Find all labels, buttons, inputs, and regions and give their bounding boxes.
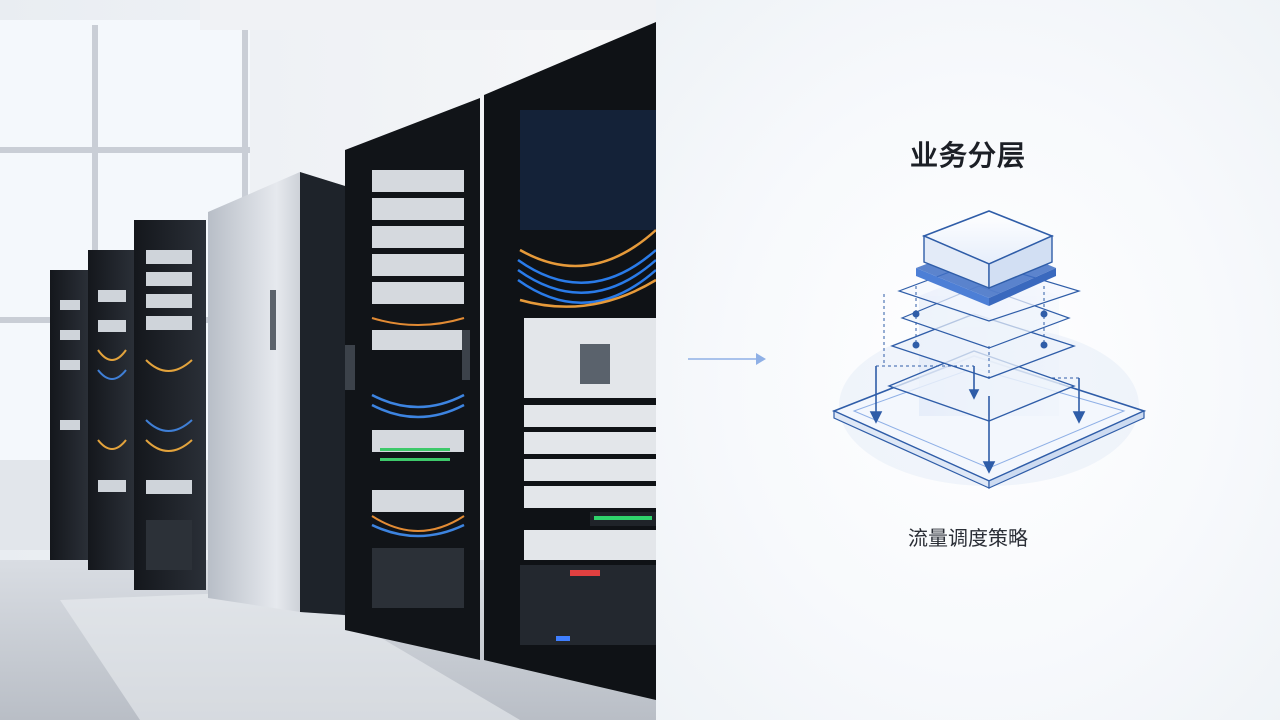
diagram-caption: 流量调度策略: [908, 526, 1028, 550]
right-arrow-icon: [688, 353, 766, 365]
slide-title: 业务分层: [909, 139, 1026, 172]
content-panel: 业务分层: [656, 0, 1280, 720]
datacenter-photo: [0, 0, 656, 720]
layered-stack-icon: [831, 210, 1147, 489]
